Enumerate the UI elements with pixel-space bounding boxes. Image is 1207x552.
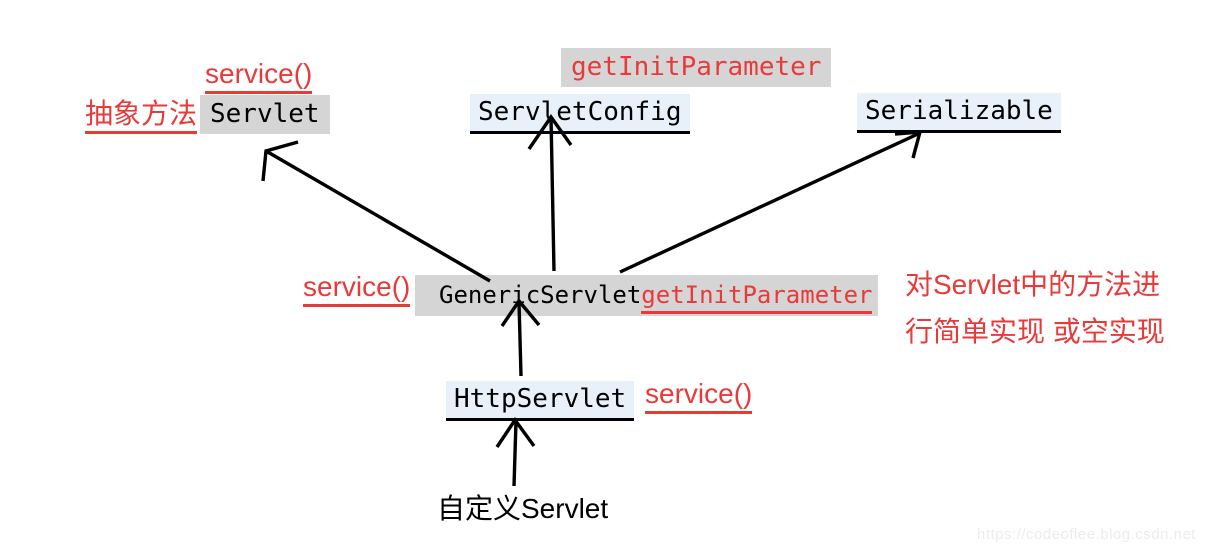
- implementation-note: 对Servlet中的方法进 行简单实现 或空实现: [905, 261, 1165, 355]
- annotation-http-service-method: service(): [645, 378, 753, 414]
- implementation-note-line1: 对Servlet中的方法进: [905, 269, 1161, 300]
- abstract-method-label: 抽象方法: [85, 98, 198, 134]
- node-generic-servlet-row: GenericServlet getInitParameter: [415, 275, 879, 316]
- node-custom-servlet: 自定义Servlet: [437, 493, 609, 524]
- watermark-url: https://codeoflee.blog.csdn.net: [977, 526, 1196, 543]
- arrow-generic-to-servlet: [261, 140, 491, 283]
- node-servlet: Servlet: [200, 95, 330, 134]
- implementation-note-line2: 行简单实现 或空实现: [905, 316, 1165, 347]
- arrow-generic-to-serializable: [619, 130, 923, 274]
- generic-service-label: service(): [303, 271, 411, 307]
- arrow-generic-to-servletconfig: [527, 114, 573, 272]
- http-service-label: service(): [645, 378, 753, 414]
- annotation-servlet-service-method: service(): [205, 58, 313, 94]
- node-serializable: Serializable: [857, 93, 1061, 133]
- generic-getinitparameter-label: getInitParameter: [641, 281, 873, 314]
- node-http-servlet: HttpServlet: [446, 381, 635, 421]
- annotation-generic-service-method: service(): [303, 271, 411, 307]
- annotation-generic-getinitparameter: getInitParameter: [641, 275, 879, 316]
- node-generic-servlet: GenericServlet: [415, 275, 642, 316]
- annotation-servletconfig-getinitparameter: getInitParameter: [561, 48, 832, 87]
- arrow-custom-to-http: [495, 417, 536, 487]
- servlet-service-label: service(): [205, 58, 313, 94]
- annotation-abstract-method: 抽象方法: [85, 98, 198, 134]
- node-servletconfig: ServletConfig: [470, 94, 690, 134]
